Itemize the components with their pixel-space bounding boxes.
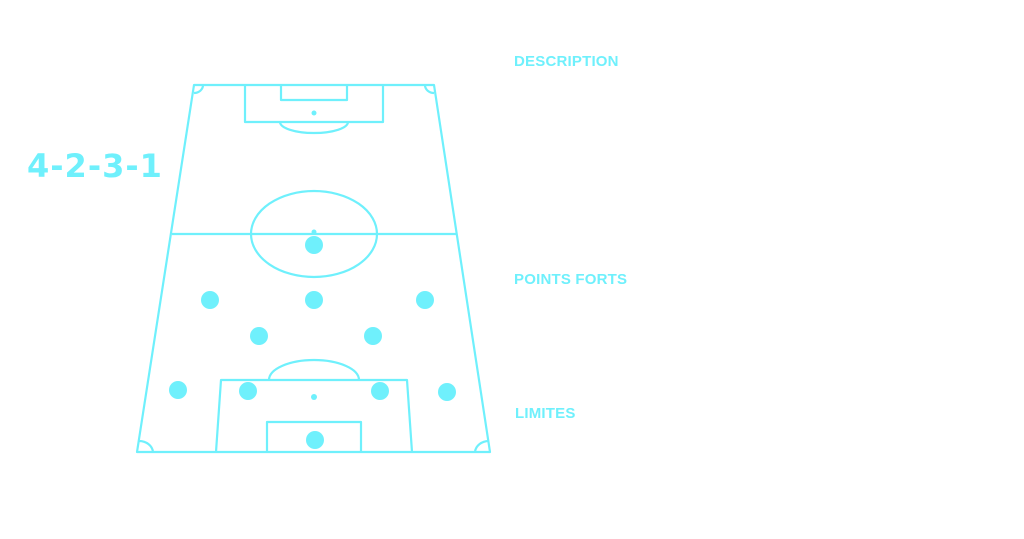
corner-arc-top-left bbox=[193, 84, 205, 95]
section-points-forts-heading: POINTS FORTS bbox=[514, 271, 628, 288]
player-left-winger bbox=[201, 291, 219, 309]
section-description-heading: DESCRIPTION bbox=[514, 53, 619, 70]
player-left-center-back bbox=[239, 382, 257, 400]
player-attacking-mid bbox=[305, 291, 323, 309]
section-limites-heading: LIMITES bbox=[515, 405, 576, 422]
player-striker bbox=[305, 236, 323, 254]
players bbox=[169, 236, 456, 449]
bottom-goal-box bbox=[265, 420, 363, 452]
player-goalkeeper bbox=[306, 431, 324, 449]
top-penalty-arc bbox=[278, 121, 350, 135]
player-left-back bbox=[169, 381, 187, 399]
player-right-center-back bbox=[371, 382, 389, 400]
center-circle bbox=[249, 189, 379, 279]
pitch-outline bbox=[135, 83, 492, 454]
top-penalty-box bbox=[243, 85, 385, 124]
player-left-defensive-mid bbox=[250, 327, 268, 345]
corner-arc-bottom-left bbox=[138, 439, 155, 453]
bottom-penalty-arc bbox=[267, 358, 361, 381]
top-penalty-spot bbox=[311, 110, 317, 116]
corner-arc-top-right bbox=[423, 84, 435, 95]
player-right-winger bbox=[416, 291, 434, 309]
center-spot bbox=[311, 229, 317, 235]
player-right-back bbox=[438, 383, 456, 401]
bottom-penalty-box bbox=[214, 378, 414, 453]
pitch-spots bbox=[311, 110, 317, 400]
corner-arc-bottom-right bbox=[473, 439, 490, 453]
player-right-defensive-mid bbox=[364, 327, 382, 345]
top-goal-box bbox=[279, 85, 349, 102]
formation-title: 4-2-3-1 bbox=[27, 147, 163, 185]
bottom-penalty-spot bbox=[311, 394, 317, 400]
